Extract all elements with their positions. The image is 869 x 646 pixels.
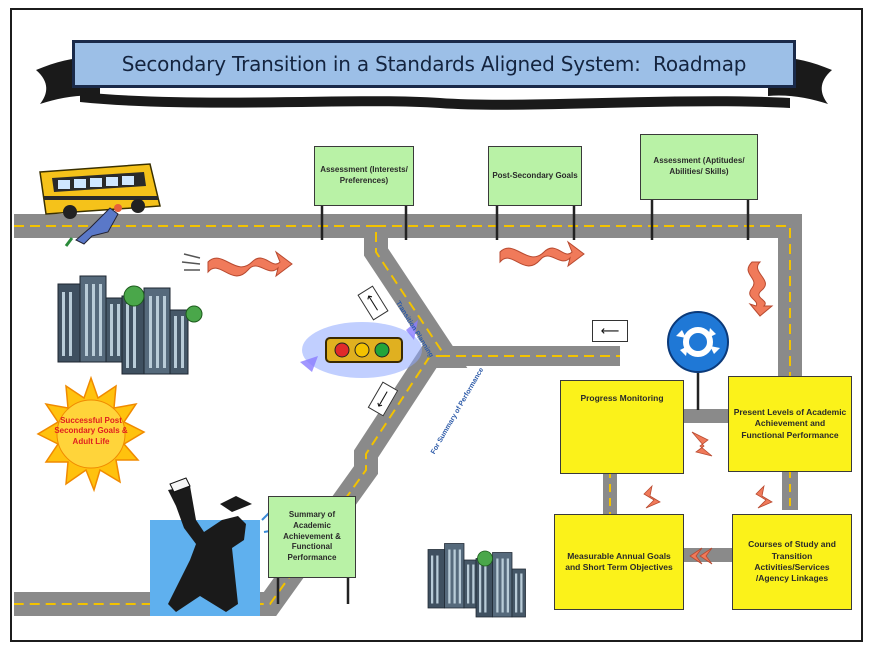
sign-post-secondary-goals: Post-Secondary Goals bbox=[488, 146, 582, 206]
small-arrow-4 bbox=[689, 547, 713, 565]
small-arrow-1 bbox=[691, 431, 713, 457]
curvy-arrow-1 bbox=[181, 250, 293, 278]
arrow-sign-left: ⟵ bbox=[592, 320, 628, 342]
box-measurable-annual-goals: Measurable Annual Goals and Short Term O… bbox=[554, 514, 684, 610]
student-figure-icon bbox=[64, 204, 122, 247]
city-buildings-small-icon bbox=[427, 543, 526, 618]
small-arrow-3 bbox=[643, 484, 661, 509]
curvy-arrow-down bbox=[747, 261, 774, 317]
roundabout-sign-icon bbox=[667, 311, 729, 373]
sun-label: Successful Post Secondary Goals & Adult … bbox=[54, 416, 128, 446]
sign-summary-of-performance: Summary of Academic Achievement & Functi… bbox=[268, 496, 356, 578]
city-buildings-icon bbox=[57, 275, 203, 375]
sun-icon bbox=[36, 375, 146, 493]
sign-assessment-interests: Assessment (Interests/ Preferences) bbox=[314, 146, 414, 206]
graduate-silhouette-icon bbox=[150, 477, 277, 616]
sign-posts bbox=[276, 200, 750, 604]
page-title: Secondary Transition in a Standards Alig… bbox=[72, 40, 796, 88]
curvy-arrow-2 bbox=[499, 240, 585, 268]
box-present-levels: Present Levels of Academic Achievement a… bbox=[728, 376, 852, 472]
small-arrow-2 bbox=[755, 484, 773, 509]
box-courses-of-study: Courses of Study and Transition Activiti… bbox=[732, 514, 852, 610]
school-bus-icon bbox=[39, 163, 161, 219]
box-progress-monitoring: Progress Monitoring bbox=[560, 380, 684, 474]
traffic-light-icon bbox=[300, 320, 422, 378]
sign-assessment-aptitudes: Assessment (Aptitudes/ Abilities/ Skills… bbox=[640, 134, 758, 200]
